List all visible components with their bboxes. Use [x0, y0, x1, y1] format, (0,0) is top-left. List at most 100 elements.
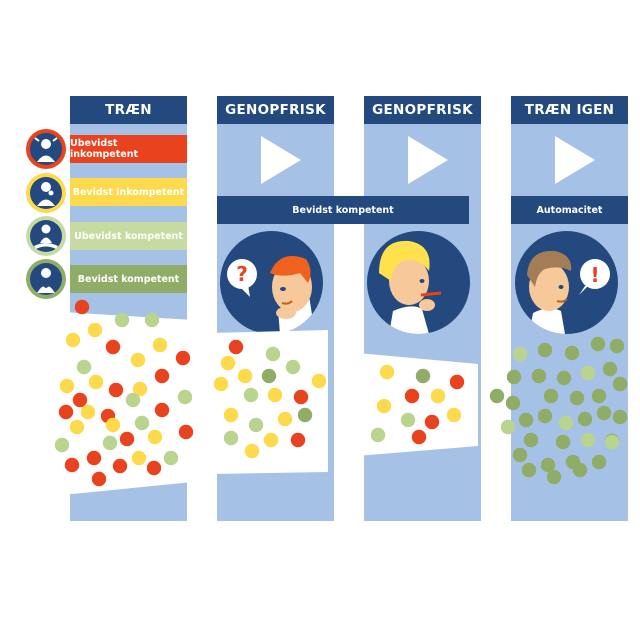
person-confident-icon	[26, 259, 66, 299]
dot	[178, 424, 194, 440]
dot	[424, 414, 440, 430]
play-icon	[408, 136, 448, 184]
dot-group	[54, 299, 628, 487]
dot	[58, 404, 74, 420]
dot	[580, 432, 596, 448]
dot	[80, 404, 96, 420]
dot	[446, 407, 462, 423]
dot	[518, 412, 534, 428]
dot	[152, 337, 168, 353]
dot	[213, 376, 229, 392]
question-mark-icon: ?	[236, 262, 248, 286]
dot	[430, 388, 446, 404]
dot	[114, 312, 130, 328]
dot	[105, 417, 121, 433]
dot	[130, 352, 146, 368]
dot	[489, 388, 505, 404]
dot	[505, 395, 521, 411]
dot	[376, 398, 392, 414]
person-frustrated-icon	[26, 129, 66, 169]
dot	[564, 345, 580, 361]
dot	[54, 437, 70, 453]
legend-bevidst-kompetent: Bevidst kompetent	[70, 265, 187, 293]
dot	[76, 359, 92, 375]
dot	[267, 387, 283, 403]
dot	[449, 374, 465, 390]
dot	[500, 419, 516, 435]
band-bevidst-kompetent: Bevidst kompetent	[217, 196, 469, 224]
dot	[105, 339, 121, 355]
dot	[512, 447, 528, 463]
dot	[521, 462, 537, 478]
dot	[147, 429, 163, 445]
dot	[609, 338, 625, 354]
dot	[277, 411, 293, 427]
dot	[69, 419, 85, 435]
dot	[596, 405, 612, 421]
dot	[540, 457, 556, 473]
column-title: GENOPFRISK	[217, 96, 334, 124]
dot	[144, 312, 160, 328]
dot	[163, 450, 179, 466]
dot	[146, 460, 162, 476]
dot	[546, 469, 562, 485]
dot	[102, 435, 118, 451]
legend-bevidst-inkompetent: Bevidst inkompetent	[70, 178, 187, 206]
dot	[512, 346, 528, 362]
dot	[265, 346, 281, 362]
dot	[543, 388, 559, 404]
dot	[72, 392, 88, 408]
dot	[537, 408, 553, 424]
band-automacitet: Automacitet	[511, 196, 628, 224]
dot	[87, 322, 103, 338]
dot	[311, 373, 327, 389]
avatar-thinking-person	[367, 231, 470, 334]
dot	[555, 434, 571, 450]
dot	[404, 388, 420, 404]
dot	[558, 415, 574, 431]
dot	[400, 412, 416, 428]
dot	[297, 407, 313, 423]
dot	[74, 299, 90, 315]
avatar-confused-person: ?	[220, 231, 323, 334]
dot	[108, 382, 124, 398]
dot	[415, 368, 431, 384]
dot	[125, 392, 141, 408]
dot	[537, 342, 553, 358]
dot	[531, 368, 547, 384]
person-thinking-icon	[26, 173, 66, 213]
dot	[228, 339, 244, 355]
dot	[154, 402, 170, 418]
column-title: TRÆN IGEN	[511, 96, 628, 124]
dot	[580, 365, 596, 381]
dot	[602, 361, 618, 377]
legend-ubevidst-kompetent: Ubevidst kompetent	[70, 222, 187, 250]
dot	[285, 359, 301, 375]
dot	[261, 368, 277, 384]
dot	[86, 450, 102, 466]
dot	[243, 387, 259, 403]
dot	[65, 332, 81, 348]
dot	[604, 434, 620, 450]
dot	[248, 417, 264, 433]
dot	[220, 355, 236, 371]
play-icon	[261, 136, 301, 184]
dot	[290, 432, 306, 448]
dot	[175, 350, 191, 366]
dot	[237, 368, 253, 384]
dot	[64, 457, 80, 473]
dot	[556, 370, 572, 386]
dot	[379, 364, 395, 380]
person-meditating-icon	[26, 216, 66, 256]
dot	[577, 411, 593, 427]
dot	[411, 429, 427, 445]
dot	[132, 381, 148, 397]
dot	[119, 431, 135, 447]
dot	[177, 389, 193, 405]
dot	[112, 458, 128, 474]
dot	[591, 388, 607, 404]
dot	[523, 432, 539, 448]
dot	[591, 454, 607, 470]
dot	[88, 374, 104, 390]
dot	[244, 443, 260, 459]
